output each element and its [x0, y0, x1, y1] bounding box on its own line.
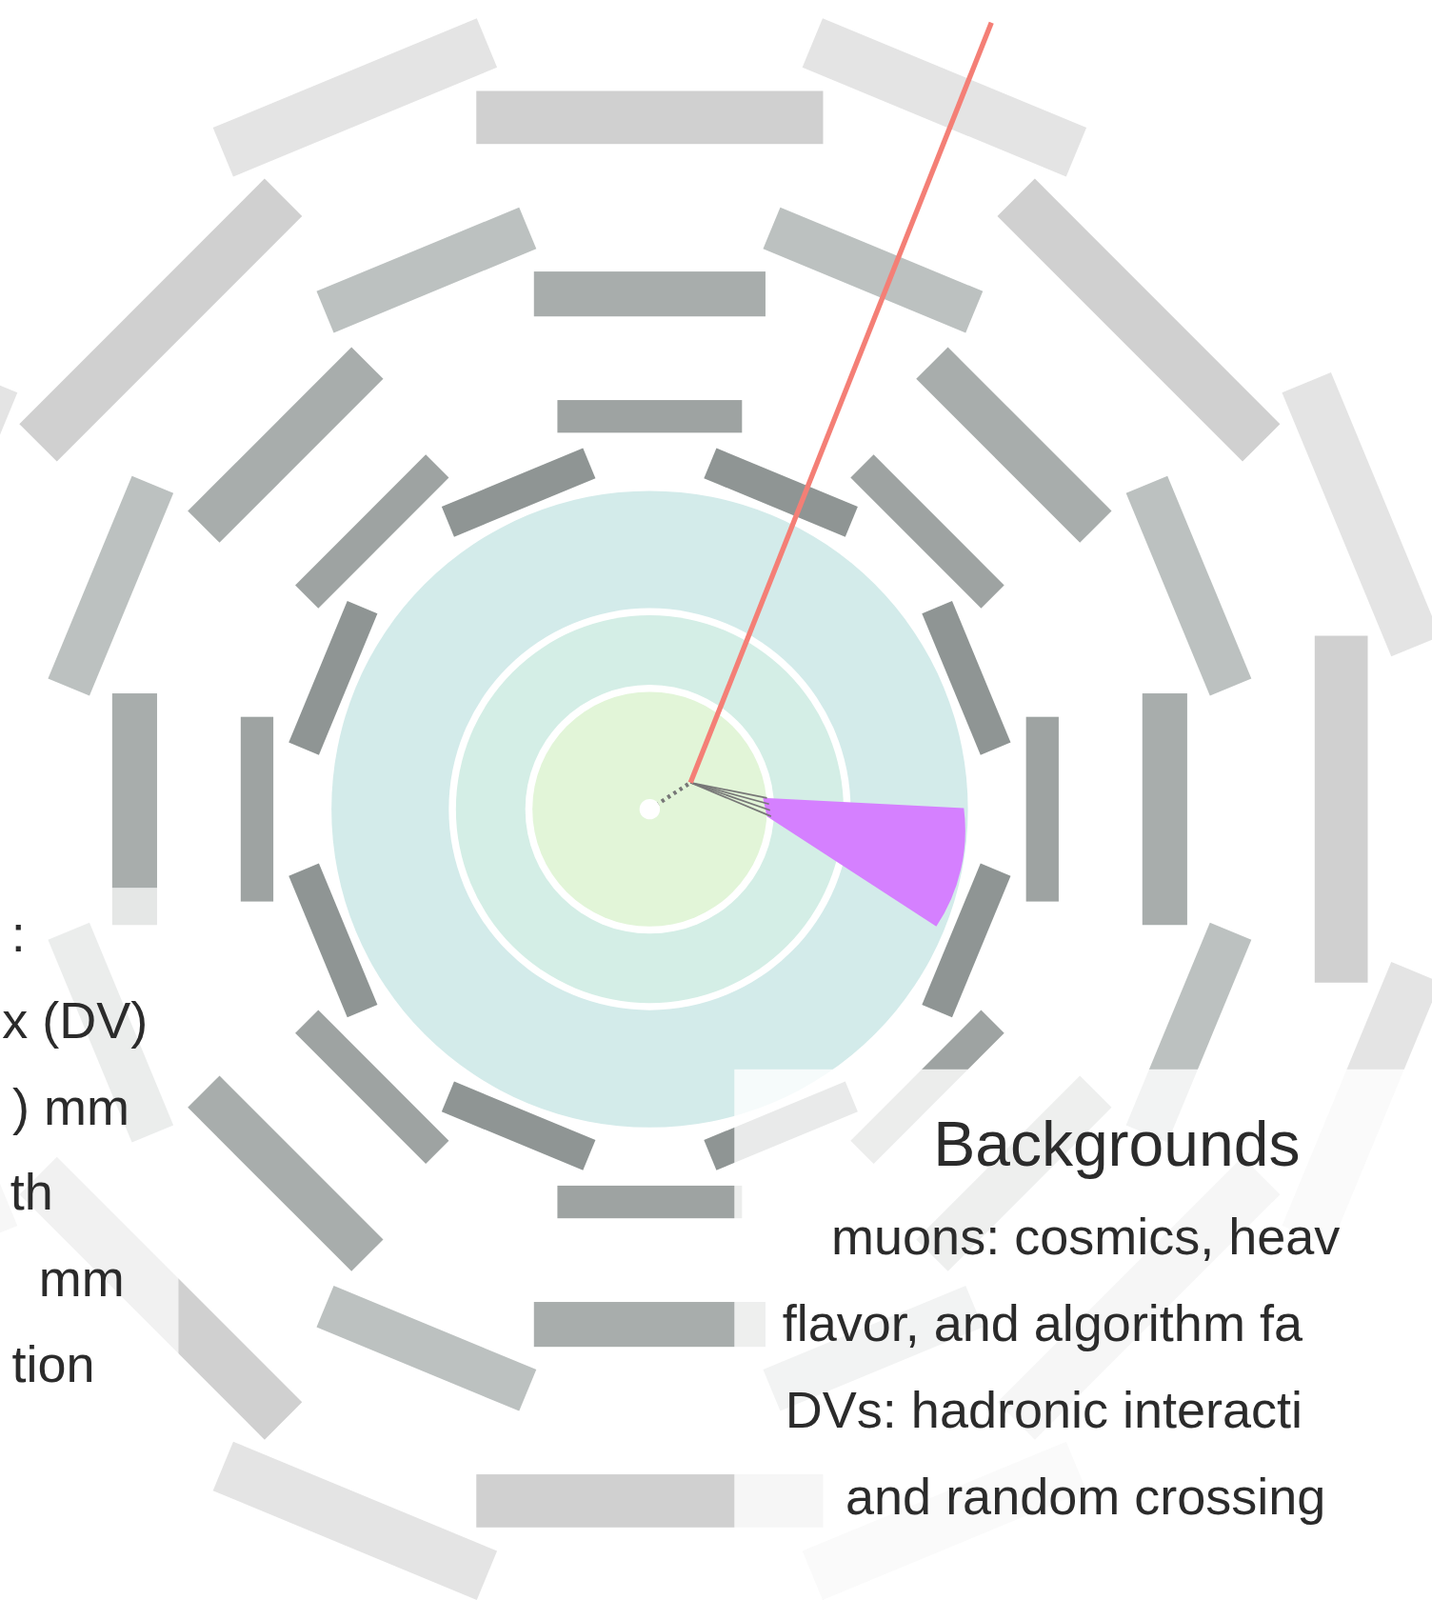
detector-segment	[1026, 716, 1059, 902]
detector-segment	[1281, 372, 1432, 657]
detector-segment	[1142, 693, 1188, 925]
detector-segment	[762, 207, 983, 334]
text-panel	[734, 1069, 1432, 1600]
detector-segment	[556, 399, 742, 433]
detector-segment	[802, 18, 1087, 177]
outer-tracker	[331, 490, 968, 1127]
primary-vertex	[639, 798, 660, 819]
detector-segment	[534, 271, 766, 317]
annotation-text: th	[10, 1160, 54, 1223]
annotation-text: tion	[12, 1332, 96, 1395]
detector-segment	[0, 372, 18, 657]
annotation-text: mm	[39, 1247, 125, 1310]
annotation-text: flavor, and algorithm fa	[782, 1292, 1303, 1354]
panel-heading: Backgrounds	[933, 1106, 1300, 1182]
detector-segment	[240, 716, 274, 902]
annotation-text: ) mm	[12, 1075, 130, 1138]
muon-track	[690, 22, 992, 783]
detector-segment	[316, 207, 537, 334]
detector-segment	[534, 1301, 766, 1347]
detector-segment	[213, 1441, 498, 1600]
annotation-text: x (DV)	[1, 989, 148, 1052]
detector-segment	[187, 346, 383, 542]
detector-segment	[556, 1185, 742, 1218]
detector-segment	[996, 179, 1280, 462]
annotation-text: muons: cosmics, heav	[831, 1205, 1340, 1268]
jet-cone	[762, 797, 966, 927]
annotation-text: :	[11, 902, 26, 965]
detector-segment	[47, 476, 174, 697]
detector-segment	[213, 18, 498, 177]
annotation-text: DVs: hadronic interacti	[785, 1378, 1303, 1441]
detector-layers	[0, 18, 1432, 1600]
annotation-text: and random crossing	[845, 1465, 1326, 1528]
text-panel	[0, 887, 179, 1438]
detector-segment	[19, 179, 302, 462]
detector-segment	[915, 346, 1112, 542]
detector-segment	[187, 1075, 383, 1272]
detector-segment	[1126, 476, 1253, 697]
detector-segment	[316, 1285, 537, 1412]
detector-segment	[1314, 636, 1369, 983]
dv-tracks	[690, 782, 772, 816]
gap	[525, 684, 775, 934]
detector-segment	[476, 90, 823, 144]
pixel-detector	[532, 691, 767, 926]
